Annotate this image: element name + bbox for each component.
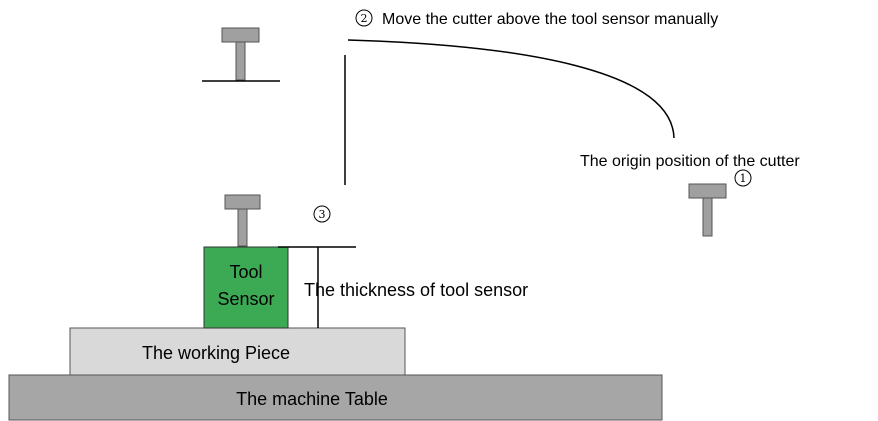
thickness-label: The thickness of tool sensor	[304, 280, 528, 300]
move-path-arc	[347, 39, 675, 139]
tool-sensor-label-line2: Sensor	[217, 289, 274, 309]
cutter-above-sensor-icon	[221, 27, 260, 81]
machine-table-label: The machine Table	[236, 389, 388, 409]
working-piece-label: The working Piece	[142, 343, 290, 363]
step-1-number: 1	[740, 172, 747, 185]
step-2-label: Move the cutter above the tool sensor ma…	[382, 11, 718, 28]
tool-sensor-block	[203, 246, 289, 329]
step-3-number: 3	[319, 208, 326, 221]
cutter-origin-icon	[688, 183, 727, 237]
step-1-marker: 1	[734, 169, 752, 187]
step-1-label: The origin position of the cutter	[580, 153, 800, 170]
tool-sensor: Tool Sensor	[203, 246, 289, 329]
working-piece-block	[69, 327, 406, 376]
step-2-number: 2	[361, 12, 368, 25]
tool-sensor-label-line1: Tool	[229, 262, 262, 282]
machine-table: The machine Table	[8, 374, 663, 421]
step-3-marker: 3	[313, 205, 331, 223]
step-2-marker: 2	[355, 9, 373, 27]
machine-table-block	[8, 374, 663, 421]
cutter-on-sensor-icon	[224, 194, 261, 247]
working-piece: The working Piece	[69, 327, 406, 376]
